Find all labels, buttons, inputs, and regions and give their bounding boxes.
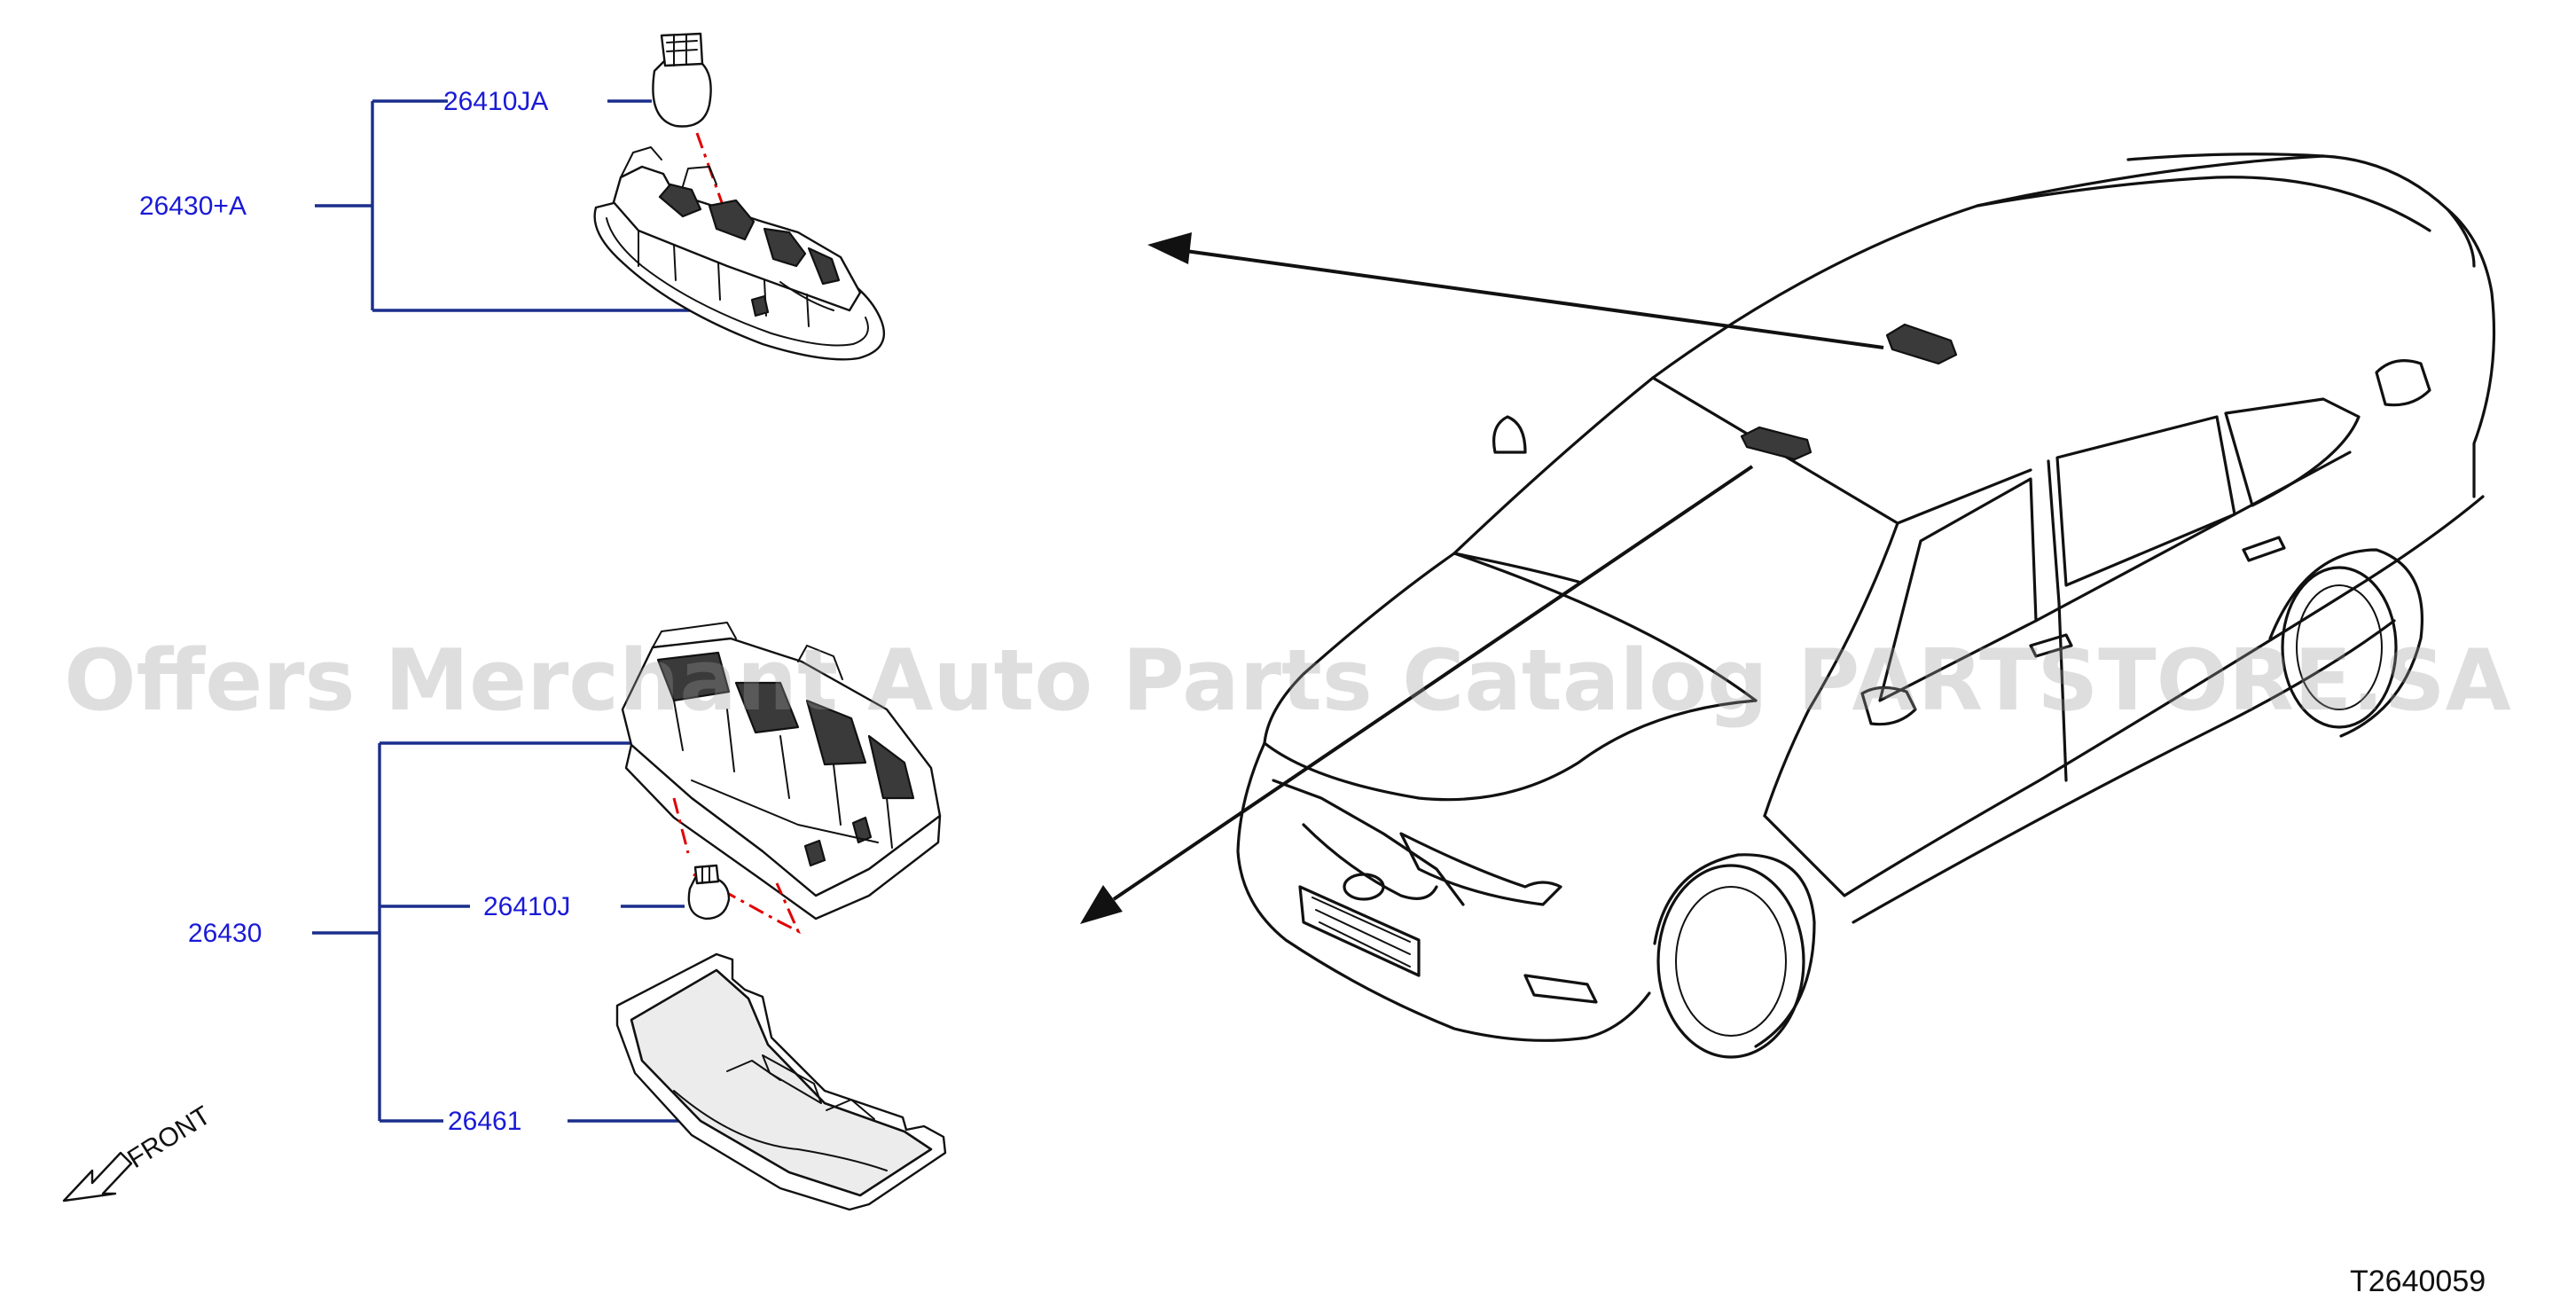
lower-pointer-arrowhead-icon [1080, 885, 1123, 924]
front-direction-arrow-icon [62, 1151, 133, 1202]
upper-bulb-icon [652, 32, 712, 128]
lower-bulb-icon [687, 864, 731, 920]
lens-cover-icon [615, 952, 947, 1211]
front-direction-indicator: FRONT [62, 1101, 215, 1202]
front-label: FRONT [122, 1101, 215, 1174]
watermark: Offers Merchant Auto Parts Catalog PARTS… [64, 631, 2511, 730]
vehicle-rear-roof-lamp-icon [1885, 323, 1958, 365]
upper-assembly-group: 26430+A 26410JA [139, 32, 886, 361]
lower-lamp-housing-icon [621, 622, 942, 920]
lower-assembly-group: 26430 26410J 26461 [188, 622, 947, 1211]
callout-lower-bulb[interactable]: 26410J [483, 892, 570, 921]
callout-lens-cover[interactable]: 26461 [448, 1107, 521, 1136]
callout-upper-bulb[interactable]: 26410JA [443, 87, 548, 116]
upper-assembly-leader [315, 99, 709, 312]
upper-lamp-pointer [1147, 232, 1884, 349]
upper-lamp-housing-icon [593, 146, 886, 361]
vehicle-illustration [1236, 153, 2496, 1059]
lower-lamp-pointer [1080, 465, 1754, 924]
callout-upper-assembly[interactable]: 26430+A [139, 192, 247, 221]
diagram-code: T2640059 [2350, 1265, 2486, 1298]
lower-assembly-leader [312, 741, 647, 1123]
lower-assembly-centerline [672, 797, 802, 935]
vehicle-front-roof-lamp-icon [1740, 426, 1813, 461]
upper-pointer-arrowhead-icon [1147, 232, 1192, 264]
callout-lower-assembly[interactable]: 26430 [188, 919, 262, 948]
